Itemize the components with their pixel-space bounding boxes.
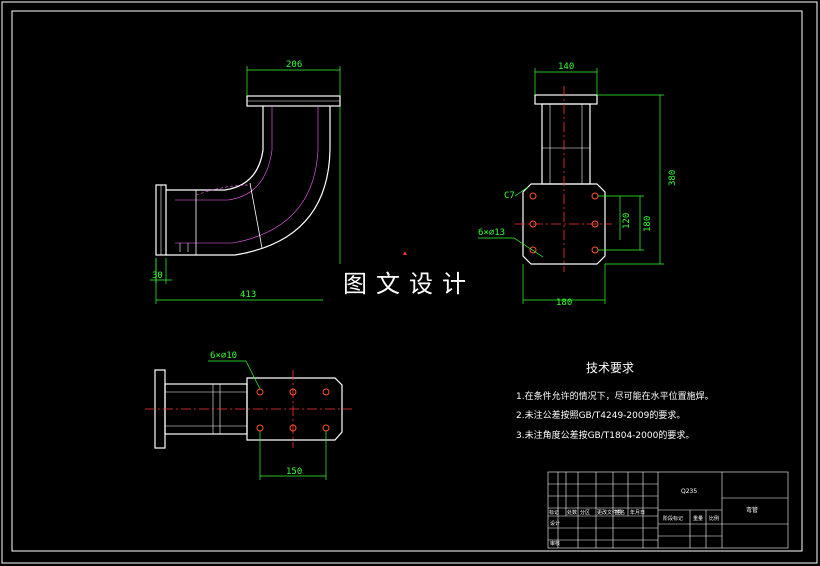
- hole: [591, 220, 599, 228]
- hole: [591, 192, 599, 200]
- dim-206: 206: [286, 60, 302, 70]
- title-block-drawing-name: 弯管: [746, 506, 758, 514]
- requirement-item: 1.在条件允许的情况下，尽可能在水平位置施焊。: [516, 390, 714, 402]
- bottom-plate: [246, 377, 343, 441]
- title-block: [547, 471, 789, 549]
- hole: [529, 220, 537, 228]
- hole: [289, 388, 297, 396]
- requirement-item: 2.未注公差按照GB/T4249-2009的要求。: [516, 409, 685, 421]
- hole: [322, 424, 330, 432]
- dim-140: 140: [558, 62, 574, 72]
- elbow-outer: [166, 106, 331, 256]
- inner-border: [11, 10, 803, 552]
- title-block-audit-label: 审核: [550, 540, 560, 547]
- hole: [529, 246, 537, 254]
- hole: [256, 388, 264, 396]
- watermark-background: [323, 264, 495, 304]
- title-block-label: 签名: [615, 509, 625, 516]
- title-block-label: 分区: [580, 509, 590, 516]
- requirement-item: 3.未注角度公差按GB/T1804-2000的要求。: [516, 429, 694, 441]
- side-view: 140 380 180 120 180 C7 6×⌀13: [478, 62, 678, 308]
- requirements-title: 技术要求: [586, 361, 634, 375]
- title-block-designer-label: 设计: [550, 520, 560, 527]
- hole: [322, 388, 330, 396]
- technical-requirements: 技术要求 1.在条件允许的情况下，尽可能在水平位置施焊。 2.未注公差按照GB/…: [516, 361, 714, 441]
- watermark-text: 图文设计: [343, 270, 475, 298]
- title-block-material: Q235: [681, 488, 697, 495]
- title-block-label: 标记: [549, 509, 559, 516]
- title-block-label: 更改文件号: [597, 509, 622, 516]
- hole: [591, 246, 599, 254]
- hole: [256, 424, 264, 432]
- front-view: 206 413 30: [150, 60, 341, 304]
- hole: [289, 424, 297, 432]
- side-plate: [522, 183, 606, 265]
- bottom-view: 6×⌀10 150: [145, 351, 352, 480]
- dim-150: 150: [286, 467, 302, 477]
- title-block-label: 处数: [567, 509, 577, 516]
- title-block-label: 年月日: [630, 509, 645, 516]
- hole: [529, 192, 537, 200]
- dim-180-bottom: 180: [556, 298, 572, 308]
- dim-413: 413: [240, 290, 256, 300]
- dim-30: 30: [152, 271, 163, 281]
- title-block-weight-label: 重量: [693, 515, 703, 522]
- dim-holes-side: 6×⌀13: [478, 228, 505, 238]
- center-marker: [403, 251, 407, 255]
- dim-180-right: 180: [643, 216, 653, 232]
- dim-c7: C7: [504, 191, 515, 201]
- title-block-stage-label: 阶段标记: [663, 515, 683, 522]
- dim-380: 380: [668, 170, 678, 186]
- title-block-scale-label: 比例: [709, 515, 719, 522]
- dim-holes-bottom: 6×⌀10: [210, 351, 237, 361]
- dim-120: 120: [622, 213, 632, 229]
- elbow-inner: [166, 106, 264, 191]
